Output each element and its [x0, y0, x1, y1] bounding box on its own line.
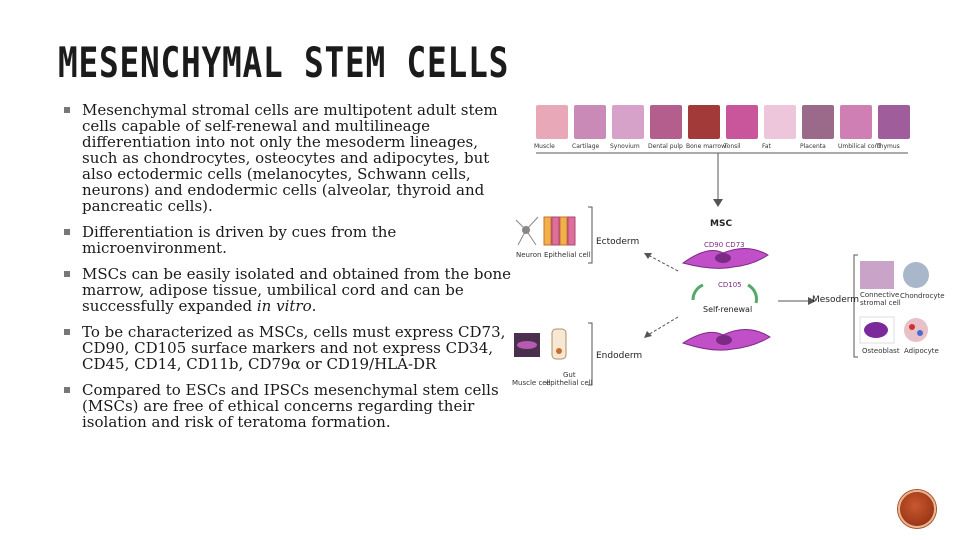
- tissue-label: Dental pulp: [648, 143, 683, 150]
- tissue-label: Tonsil: [724, 143, 741, 150]
- connective-stromal-cell-label: Connective stromal cell: [860, 291, 901, 307]
- bullet-text: MSCs can be easily isolated and obtained…: [82, 265, 512, 315]
- tissue-label: Thymus: [876, 143, 900, 150]
- tissue-label: Muscle: [534, 143, 555, 150]
- msc-marker-cd105: CD105: [718, 281, 742, 289]
- diagram-connectors: [514, 152, 929, 386]
- slide-title: MESENCHYMAL STEM CELLS: [58, 38, 510, 87]
- tissue-tile: [650, 105, 682, 139]
- mesoderm-label: Mesoderm: [812, 295, 860, 305]
- tissue-label: Cartilage: [572, 143, 600, 150]
- msc-label: MSC: [710, 219, 733, 229]
- bullet-item: MSCs can be easily isolated and obtained…: [64, 266, 516, 314]
- square-bullet-icon: [64, 229, 70, 235]
- bullet-text-end: .: [311, 297, 317, 315]
- adipocyte-label: Adipocyte: [904, 347, 939, 355]
- endoderm-label: Endoderm: [596, 351, 643, 361]
- bullet-item: Differentiation is driven by cues from t…: [64, 224, 516, 256]
- tissue-label: Placenta: [800, 143, 826, 150]
- neuron-label: Neuron: [516, 251, 542, 259]
- tissue-label: Synovium: [610, 143, 640, 150]
- tissue-tile: [878, 105, 910, 139]
- bullet-text: Compared to ESCs and IPSCs mesenchymal s…: [82, 381, 499, 431]
- bullet-item: To be characterized as MSCs, cells must …: [64, 324, 516, 372]
- square-bullet-icon: [64, 271, 70, 277]
- tissue-label: Umbilical cord: [838, 143, 881, 150]
- bullet-item: Mesenchymal stromal cells are multipoten…: [64, 102, 516, 214]
- tissue-tile: [764, 105, 796, 139]
- ectoderm-label: Ectoderm: [596, 237, 640, 247]
- tissue-tile: [612, 105, 644, 139]
- square-bullet-icon: [64, 387, 70, 393]
- self-renewal-label: Self-renewal: [703, 305, 753, 314]
- bullet-list: Mesenchymal stromal cells are multipoten…: [64, 102, 516, 440]
- tissue-label: Fat: [762, 143, 771, 150]
- tissue-tile: [536, 105, 568, 139]
- epithelial-cell-label: Epithelial cell: [544, 251, 591, 259]
- muscle-cell-label: Muscle cell: [512, 379, 551, 387]
- bullet-text-italic: in vitro: [256, 297, 312, 315]
- bullet-text: To be characterized as MSCs, cells must …: [82, 323, 506, 373]
- tissue-tile: [840, 105, 872, 139]
- gut-epithelial-cell-label: Gut epithelial cell: [546, 371, 593, 387]
- tissue-tile: [802, 105, 834, 139]
- osteoblast-label: Osteoblast: [862, 347, 900, 355]
- bullet-text: Mesenchymal stromal cells are multipoten…: [82, 101, 498, 215]
- tissue-tile: [688, 105, 720, 139]
- square-bullet-icon: [64, 329, 70, 335]
- bullet-item: Compared to ESCs and IPSCs mesenchymal s…: [64, 382, 516, 430]
- square-bullet-icon: [64, 107, 70, 113]
- tissue-label: Bone marrow: [686, 143, 726, 150]
- bullet-text: Differentiation is driven by cues from t…: [82, 223, 397, 257]
- slide-logo-badge: [898, 490, 936, 528]
- tissue-tile: [574, 105, 606, 139]
- chondrocyte-label: Chondrocyte: [900, 292, 945, 300]
- tissue-tile: [726, 105, 758, 139]
- msc-markers-label: CD90 CD73: [704, 241, 745, 249]
